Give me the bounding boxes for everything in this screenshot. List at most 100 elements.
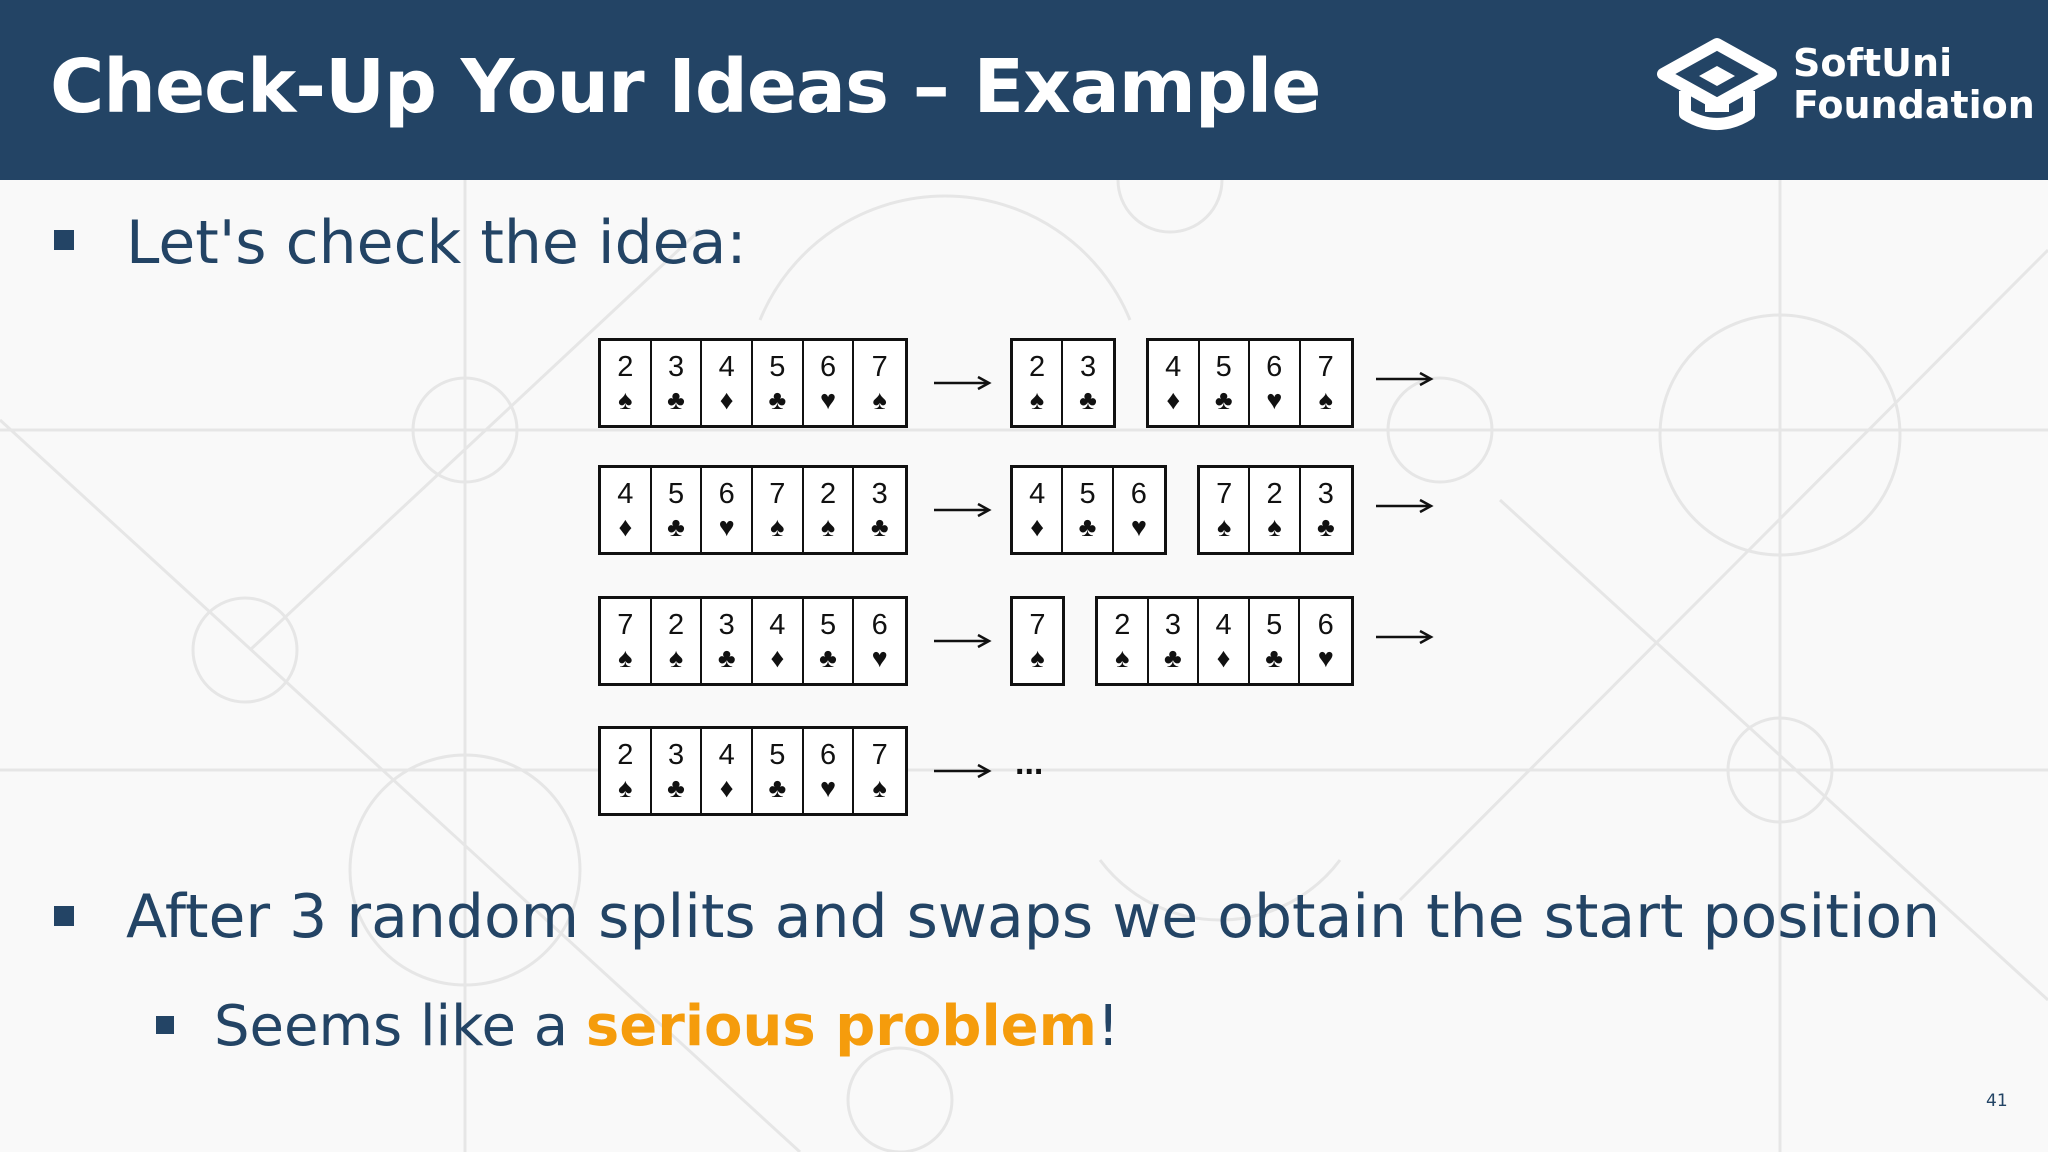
split-right-group: 7♠2♠3♣ [1197,465,1354,555]
split-left-group: 2♠3♣ [1010,338,1116,428]
card-rank: 7 [871,351,888,383]
logo-line-1: SoftUni [1793,41,1953,85]
card-rank: 6 [871,609,888,641]
page-number: 41 [1986,1091,2008,1111]
card-suit-icon: ♦ [1216,643,1231,673]
card-rank: 7 [1216,478,1233,510]
card-rank: 4 [1165,351,1182,383]
playing-card: 5♣ [652,468,703,552]
playing-card: 2♠ [652,599,703,683]
bullet-text: After 3 random splits and swaps we obtai… [126,882,1941,952]
card-rank: 5 [1215,351,1232,383]
card-rank: 3 [667,351,685,383]
playing-card: 6♥ [1300,599,1351,683]
card-rank: 4 [1029,478,1046,510]
playing-card: 4♦ [1149,341,1200,425]
card-suit-icon: ♣ [768,773,787,803]
playing-card: 2♠ [601,341,652,425]
bullet-square-icon [54,906,74,926]
playing-card: 7♠ [1200,468,1251,552]
card-rank: 3 [1317,478,1334,510]
card-rank: 2 [667,609,685,641]
card-suit-icon: ♣ [667,773,685,803]
card-suit-icon: ♠ [1217,512,1232,542]
arrow-right-icon [1376,498,1434,514]
bullet-square-icon [156,1016,174,1034]
playing-card: 5♣ [753,729,804,813]
playing-card: 2♠ [1013,341,1064,425]
card-suit-icon: ♣ [667,385,685,415]
card-suit-icon: ♥ [1266,385,1283,415]
playing-card: 6♥ [1114,468,1164,552]
graduation-cap-icon [1657,38,1777,130]
card-suit-icon: ♠ [1030,643,1045,673]
card-suit-icon: ♠ [618,643,633,673]
card-suit-icon: ♠ [872,385,887,415]
playing-card: 5♣ [804,599,855,683]
card-rank: 2 [1114,609,1131,641]
card-suit-icon: ♦ [618,512,633,542]
card-suit-icon: ♣ [870,512,889,542]
card-rank: 5 [819,609,837,641]
card-rank: 6 [1130,478,1147,510]
card-rank: 5 [667,478,685,510]
playing-card: 3♣ [1063,341,1113,425]
card-suit-icon: ♠ [872,773,887,803]
playing-card: 3♣ [854,468,905,552]
playing-card: 7♠ [854,729,905,813]
card-rank: 4 [718,739,735,771]
card-suit-icon: ♥ [820,773,837,803]
card-rank: 7 [871,739,888,771]
playing-card: 7♠ [753,468,804,552]
card-rank: 6 [1317,609,1334,641]
bullet-square-icon [54,230,74,250]
card-rank: 4 [617,478,634,510]
playing-card: 4♦ [1199,599,1250,683]
playing-card: 7♠ [1013,599,1062,683]
playing-card: 4♦ [1013,468,1064,552]
card-rank: 7 [769,478,786,510]
playing-card: 5♣ [1250,599,1301,683]
card-suit-icon: ♠ [820,512,836,542]
slide-header: Check-Up Your Ideas – Example SoftUni Fo… [0,0,2048,180]
card-suit-icon: ♠ [1115,643,1130,673]
card-rank: 5 [1266,609,1283,641]
split-left-group: 7♠ [1010,596,1065,686]
playing-card: 2♠ [601,729,652,813]
playing-card: 5♣ [1063,468,1114,552]
playing-card: 3♣ [1301,468,1351,552]
playing-card: 3♣ [702,599,754,683]
card-rank: 7 [1029,609,1046,641]
card-rank: 3 [667,739,685,771]
card-rank: 5 [769,739,786,771]
playing-card: 5♣ [1200,341,1250,425]
card-suit-icon: ♠ [1267,512,1282,542]
softuni-foundation-logo: SoftUni Foundation [1655,36,2035,136]
bullet-text: Let's check the idea: [126,208,747,278]
arrow-right-icon [1376,629,1434,645]
arrow-right-icon [934,633,992,649]
card-suit-icon: ♥ [718,512,735,542]
playing-card: 4♦ [702,341,754,425]
card-suit-icon: ♥ [820,385,837,415]
card-suit-icon: ♣ [1316,512,1335,542]
playing-card: 5♣ [753,341,804,425]
playing-card: 4♦ [753,599,804,683]
card-rank: 6 [819,351,837,383]
card-suit-icon: ♦ [770,643,785,673]
continuation-ellipsis: ... [1015,744,1044,782]
playing-card: 6♥ [1250,341,1301,425]
card-suit-icon: ♠ [618,385,633,415]
split-right-group: 4♦5♣6♥7♠ [1146,338,1354,428]
card-suit-icon: ♣ [717,643,736,673]
card-rank: 4 [1215,609,1232,641]
playing-card: 6♥ [702,468,754,552]
card-suit-icon: ♦ [1030,512,1045,542]
playing-card: 7♠ [1301,341,1351,425]
card-rank: 6 [819,739,837,771]
card-suit-icon: ♣ [1164,643,1182,673]
card-rank: 2 [1266,478,1283,510]
deck-group: 2♠3♣4♦5♣6♥7♠ [598,726,908,816]
card-suit-icon: ♠ [1318,385,1333,415]
